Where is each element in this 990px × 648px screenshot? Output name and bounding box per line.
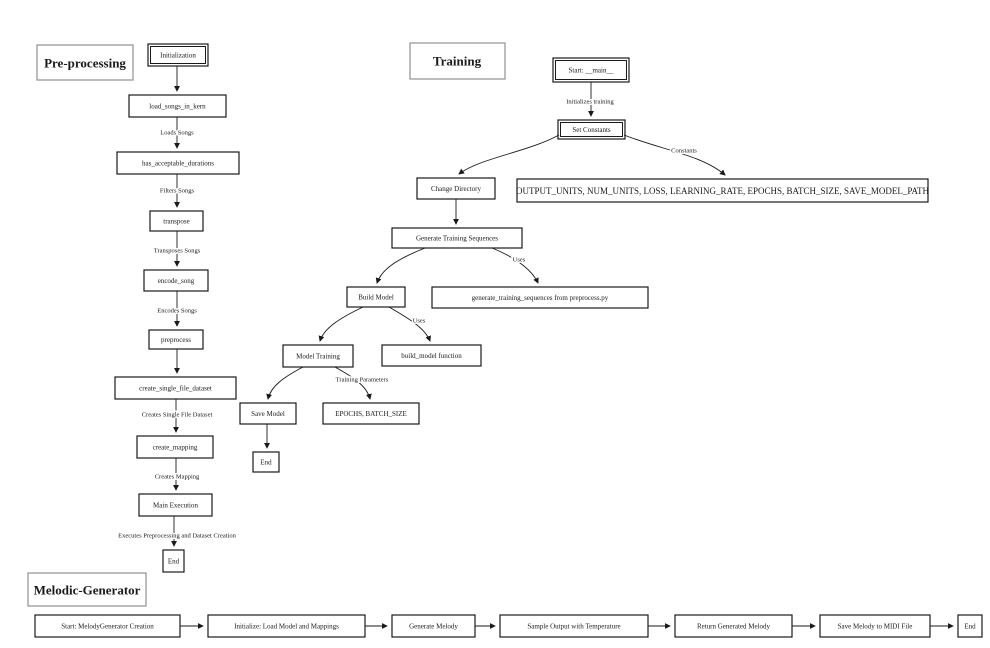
node-start-main-inner-border bbox=[555, 60, 627, 80]
node-label-initialization: Initialization bbox=[160, 52, 196, 60]
edge-label-uses-generate: Uses bbox=[513, 257, 526, 264]
node-label-generate-training-sequences: Generate Training Sequences bbox=[416, 235, 498, 243]
node-label-mg-generate-melody: Generate Melody bbox=[409, 623, 458, 631]
edge-label-encodes-songs: Encodes Songs bbox=[157, 308, 197, 315]
edge-label-training-parameters: Training Parameters bbox=[336, 377, 389, 384]
flow-arrow bbox=[334, 366, 372, 400]
flow-arrow bbox=[266, 366, 304, 400]
node-label-encode-song: encode_song bbox=[158, 277, 195, 285]
node-label-build-model: Build Model bbox=[358, 294, 394, 302]
node-label-mg-start: Start: MelodyGenerator Creation bbox=[61, 623, 154, 631]
node-label-transpose: transpose bbox=[163, 218, 189, 226]
node-label-set-constants: Set Constants bbox=[572, 126, 611, 134]
node-label-gts-source: generate_training_sequences from preproc… bbox=[472, 294, 609, 302]
node-load-songs-in-kern bbox=[128, 94, 227, 118]
node-label-load-songs-in-kern: load_songs_in_kern bbox=[149, 103, 206, 111]
edge-label-creates-mapping: Creates Mapping bbox=[155, 474, 200, 481]
node-build-model bbox=[346, 286, 406, 308]
edge-label-loads-songs: Loads Songs bbox=[160, 130, 194, 137]
node-label-build-model-function: build_model function bbox=[401, 352, 462, 360]
node-save-model bbox=[239, 402, 297, 425]
node-label-create-mapping: create_mapping bbox=[153, 444, 198, 452]
flow-arrow bbox=[458, 134, 560, 175]
edge-label-creates-single-file-dataset: Creates Single File Dataset bbox=[142, 412, 213, 419]
melodic-generator-flow: Start: MelodyGenerator Creation Initiali… bbox=[34, 614, 983, 638]
edge-label-constants: Constants bbox=[671, 148, 697, 155]
section-preprocessing-header: Pre-processing bbox=[36, 44, 134, 81]
node-label-preprocessing-end: End bbox=[168, 558, 180, 566]
node-initialization bbox=[147, 43, 209, 67]
section-title-training: Training bbox=[433, 54, 482, 69]
node-label-mg-sample-output: Sample Output with Temperature bbox=[527, 623, 620, 631]
edge-label-executes: Executes Preprocessing and Dataset Creat… bbox=[118, 533, 236, 540]
node-label-preprocess: preprocess bbox=[161, 336, 191, 344]
section-box-preprocessing bbox=[36, 44, 134, 81]
node-label-mg-initialize: Initialize: Load Model and Mappings bbox=[234, 623, 339, 631]
node-has-acceptable-durations bbox=[116, 151, 240, 175]
node-create-mapping bbox=[136, 435, 214, 459]
edge-label-transposes-songs: Transposes Songs bbox=[154, 248, 201, 255]
node-label-mg-save-midi: Save Melody to MIDI File bbox=[838, 623, 913, 631]
section-box-training bbox=[409, 42, 506, 80]
flow-arrow bbox=[623, 134, 726, 176]
node-label-training-end: End bbox=[260, 459, 272, 467]
section-title-preprocessing: Pre-processing bbox=[44, 56, 126, 71]
node-label-has-acceptable-durations: has_acceptable_durations bbox=[142, 160, 214, 168]
node-generate-training-sequences bbox=[391, 227, 523, 249]
edge-label-initializes-training: Initializes training bbox=[566, 99, 614, 106]
node-label-start-main: Start: __main__ bbox=[569, 67, 614, 75]
node-initialization-inner-border bbox=[150, 46, 206, 64]
section-melodic-generator-header: Melodic-Generator bbox=[27, 572, 147, 607]
node-label-model-training: Model Training bbox=[296, 353, 340, 361]
node-model-training bbox=[282, 344, 354, 368]
node-preprocess bbox=[148, 329, 204, 350]
node-label-create-single-file-dataset: create_single_file_dataset bbox=[139, 385, 212, 393]
node-encode-song bbox=[143, 269, 209, 292]
node-constants-list bbox=[516, 178, 929, 203]
edge-label-uses-build: Uses bbox=[413, 318, 426, 325]
node-main-execution bbox=[138, 493, 213, 517]
node-set-constants-inner-border bbox=[560, 122, 623, 137]
node-transpose bbox=[149, 210, 204, 232]
node-set-constants bbox=[557, 119, 626, 140]
flow-arrow bbox=[318, 306, 364, 342]
node-label-mg-end: End bbox=[964, 623, 976, 631]
preprocessing-flow: Initialization load_songs_in_kern has_ac… bbox=[114, 43, 240, 573]
node-training-params bbox=[322, 402, 420, 425]
flow-arrow bbox=[375, 247, 426, 284]
node-label-mg-return-melody: Return Generated Melody bbox=[697, 623, 771, 631]
node-label-change-directory: Change Directory bbox=[431, 185, 481, 193]
node-training-end bbox=[252, 451, 280, 473]
node-create-single-file-dataset bbox=[114, 376, 237, 400]
flow-arrow bbox=[388, 306, 431, 342]
node-mg-end bbox=[957, 614, 983, 638]
node-gts-source bbox=[431, 286, 649, 309]
node-build-model-function bbox=[381, 344, 482, 367]
flow-arrow bbox=[491, 247, 539, 284]
section-training-header: Training bbox=[409, 42, 506, 80]
section-title-melodic-generator: Melodic-Generator bbox=[34, 583, 141, 598]
section-box-melodic-generator bbox=[27, 572, 147, 607]
training-flow: Start: __main__ Set Constants Change Dir… bbox=[239, 57, 930, 473]
node-preprocessing-end bbox=[162, 549, 185, 573]
node-label-training-params: EPOCHS, BATCH_SIZE bbox=[335, 410, 407, 418]
node-label-save-model: Save Model bbox=[251, 410, 285, 418]
edge-label-filters-songs: Filters Songs bbox=[160, 188, 195, 195]
node-label-main-execution: Main Execution bbox=[153, 502, 198, 510]
node-label-constants-list: OUTPUT_UNITS, NUM_UNITS, LOSS, LEARNING_… bbox=[516, 186, 930, 196]
